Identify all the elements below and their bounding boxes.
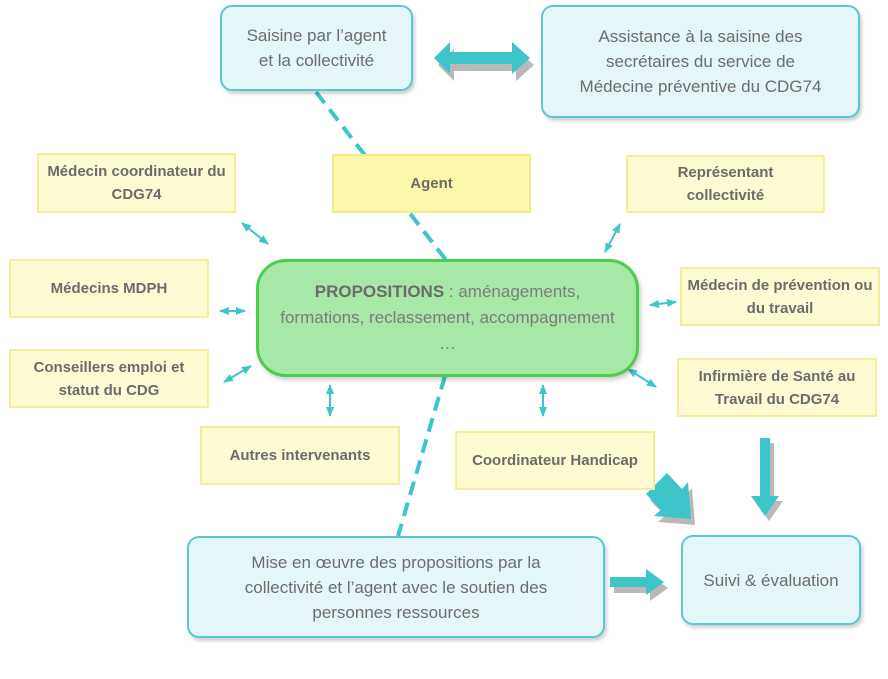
- node-representant-label: Représentant collectivité: [677, 164, 774, 204]
- node-medecin-coordinateur-label: Médecin coordinateur du CDG74: [47, 163, 226, 203]
- node-agent-label: Agent: [410, 175, 453, 192]
- node-conseillers: Conseillers emploi et statut du CDG: [9, 349, 209, 408]
- dashed-line-center-to-mise-en-oeuvre: [396, 375, 447, 537]
- arrow-representant: [604, 223, 621, 253]
- node-medecin-prevention-label: Médecin de prévention ou du travail: [687, 276, 873, 317]
- node-representant: Représentant collectivité: [626, 155, 825, 213]
- node-saisine: Saisine par l’agent et la collectivité: [220, 5, 413, 91]
- node-autres: Autres intervenants: [200, 426, 400, 485]
- block-arrow-infirmiere-to-suivi: [751, 438, 783, 521]
- node-suivi: Suivi & évaluation: [681, 535, 861, 625]
- propositions-keyword: PROPOSITIONS: [314, 282, 445, 301]
- block-arrow-mise-en-oeuvre-to-suivi: [610, 569, 668, 601]
- node-coordinateur-handicap-label: Coordinateur Handicap: [472, 452, 638, 469]
- node-assistance: Assistance à la saisine des secrétaires …: [541, 5, 860, 118]
- node-mise-en-oeuvre-label: Mise en œuvre des propositions par la co…: [244, 552, 548, 622]
- node-autres-label: Autres intervenants: [229, 447, 371, 464]
- arrow-conseillers: [223, 365, 252, 383]
- double-arrow-saisine-assistance: [434, 42, 534, 81]
- block-arrow-handicap-to-suivi: [646, 473, 695, 525]
- arrow-medecin-coordinateur: [241, 222, 269, 245]
- propositions-description: : aménagements, formations, reclassement…: [280, 282, 615, 353]
- node-propositions-text: PROPOSITIONS : aménagements, formations,…: [275, 279, 620, 357]
- arrow-medecin-prevention: [649, 299, 677, 308]
- node-coordinateur-handicap: Coordinateur Handicap: [455, 431, 655, 490]
- dashed-line-saisine-to-center: [314, 90, 448, 262]
- arrow-infirmiere: [627, 368, 657, 388]
- node-infirmiere-label: Infirmière de Santé au Travail du CDG74: [698, 367, 856, 408]
- node-suivi-label: Suivi & évaluation: [703, 570, 839, 590]
- node-mise-en-oeuvre: Mise en œuvre des propositions par la co…: [187, 536, 605, 638]
- node-saisine-label: Saisine par l’agent et la collectivité: [246, 26, 387, 70]
- node-medecin-coordinateur: Médecin coordinateur du CDG74: [37, 153, 236, 213]
- node-agent: Agent: [332, 154, 531, 213]
- node-assistance-label: Assistance à la saisine des secrétaires …: [579, 27, 822, 96]
- node-medecin-prevention: Médecin de prévention ou du travail: [680, 267, 880, 326]
- node-infirmiere: Infirmière de Santé au Travail du CDG74: [677, 358, 877, 417]
- node-conseillers-label: Conseillers emploi et statut du CDG: [33, 358, 185, 399]
- node-medecins-mdph: Médecins MDPH: [9, 259, 209, 318]
- node-propositions: PROPOSITIONS : aménagements, formations,…: [256, 259, 639, 377]
- node-medecins-mdph-label: Médecins MDPH: [50, 280, 168, 297]
